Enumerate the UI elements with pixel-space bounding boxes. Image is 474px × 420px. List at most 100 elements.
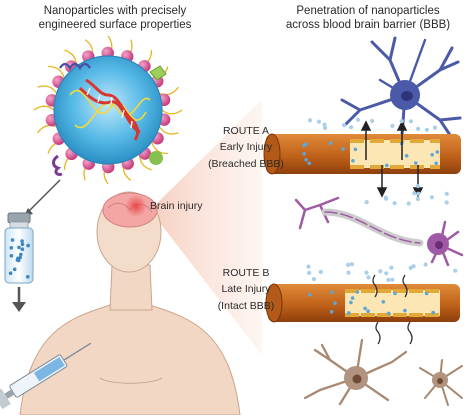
nanoparticle-dot bbox=[381, 300, 386, 304]
nanoparticle-dot bbox=[353, 147, 358, 152]
route-b-line1: Late Injury bbox=[221, 283, 271, 296]
route-a-label: ROUTE A Early Injury (Breached BBB) bbox=[200, 123, 292, 172]
nanoparticle-dot bbox=[346, 262, 351, 267]
nanoparticle-dot bbox=[383, 195, 388, 200]
nanoparticle-dot bbox=[392, 201, 397, 206]
nanoparticle-dot bbox=[346, 270, 351, 275]
nanoparticle-dot bbox=[355, 117, 361, 122]
nanoparticle-dot bbox=[306, 264, 311, 269]
route-a-line2: (Breached BBB) bbox=[208, 157, 284, 170]
nanoparticle-dot bbox=[311, 277, 316, 282]
nanoparticle-dot bbox=[404, 154, 409, 158]
nanoparticle-dot bbox=[406, 201, 411, 206]
vessel-route-a bbox=[263, 133, 461, 175]
nanoparticle-dot bbox=[364, 200, 369, 205]
ligand-chain bbox=[159, 86, 179, 96]
nanoparticle-dot bbox=[20, 239, 24, 243]
human-figure bbox=[19, 191, 241, 416]
neuron-brown-right bbox=[419, 359, 463, 406]
nanoparticle-dot bbox=[318, 269, 323, 274]
nanoparticle-dot bbox=[416, 191, 421, 196]
neuron-purple bbox=[294, 196, 464, 267]
nanoparticle-dot bbox=[453, 268, 458, 273]
ligand-chain bbox=[33, 105, 55, 111]
nanoparticle-dot bbox=[18, 255, 23, 260]
nanoparticle-dot bbox=[415, 183, 420, 189]
penetration-heading-line2: across blood brain barrier (BBB) bbox=[285, 19, 451, 32]
route-b-line2: (Intact BBB) bbox=[217, 299, 275, 312]
brain-injury-label: Brain injury bbox=[150, 200, 203, 212]
nanoparticle-dot bbox=[355, 290, 360, 294]
nanoparticle-dot bbox=[403, 308, 407, 313]
nanoparticle-dot bbox=[384, 271, 389, 276]
penetration-heading-line1: Penetration of nanoparticles bbox=[296, 5, 440, 17]
nanoparticle-dot bbox=[19, 252, 23, 257]
nanoparticle-dot bbox=[349, 262, 354, 267]
route-b-title: ROUTE B bbox=[222, 267, 270, 279]
nanoparticle-dot bbox=[432, 125, 438, 130]
vessel-route-b bbox=[265, 283, 460, 323]
nanoparticle-dot bbox=[328, 141, 333, 145]
route-a-line1: Early Injury bbox=[219, 141, 273, 154]
nanoparticle-dot bbox=[393, 291, 397, 296]
nanoparticle-dot bbox=[26, 243, 30, 248]
route-b-transport bbox=[372, 274, 413, 345]
nanoparticle-dot bbox=[307, 161, 312, 166]
nanoparticle-heading-line1: Nanoparticles with precisely bbox=[43, 5, 187, 17]
nanoparticle-dot bbox=[8, 271, 13, 276]
nanoparticle-dot bbox=[341, 123, 347, 128]
nanoparticle-dot bbox=[415, 196, 420, 202]
nanoparticle-dot bbox=[351, 159, 355, 163]
arrow-to-vial bbox=[27, 179, 61, 213]
nanoparticle-dot bbox=[20, 247, 25, 251]
nanoparticle-dot bbox=[366, 309, 370, 314]
nanoparticle-dot bbox=[12, 267, 17, 272]
nanoparticle-dot bbox=[430, 153, 435, 157]
nanoparticle-dot bbox=[366, 275, 371, 280]
nanoparticle-dot bbox=[26, 275, 30, 279]
nanoparticle-dot bbox=[363, 306, 367, 311]
nanoparticle-dot bbox=[431, 310, 436, 315]
route-a-arrows bbox=[360, 120, 424, 198]
nanoparticle-dot bbox=[350, 296, 355, 300]
nanoparticle-dot bbox=[386, 311, 391, 316]
highlight-beam bbox=[150, 100, 262, 355]
nanoparticle bbox=[33, 35, 183, 185]
nanoparticle-dot bbox=[385, 163, 389, 168]
vial bbox=[4, 212, 34, 284]
neuron-brown-left bbox=[303, 338, 408, 406]
nanoparticle-dot bbox=[322, 122, 327, 127]
nanoparticle-dot bbox=[434, 161, 439, 166]
ligand-chain bbox=[37, 85, 58, 94]
route-b-label: ROUTE B Late Injury (Intact BBB) bbox=[200, 265, 292, 314]
nanoparticle-dot bbox=[378, 269, 383, 274]
ligand-chain bbox=[161, 109, 183, 115]
ligand-chain bbox=[48, 65, 65, 79]
nanoparticle-dot bbox=[399, 119, 404, 124]
nanoparticle-dot bbox=[307, 118, 313, 123]
nanoparticle-dot bbox=[349, 125, 354, 130]
nanoparticle-dot bbox=[389, 265, 394, 270]
nanoparticle-heading: Nanoparticles with precisely engineered … bbox=[20, 4, 210, 33]
nanoparticle-dot bbox=[386, 277, 391, 282]
nanoparticle-dot bbox=[316, 119, 322, 124]
nanoparticle-dot bbox=[347, 311, 351, 315]
nanoparticle-dot bbox=[390, 123, 395, 128]
nanoparticle-dot bbox=[341, 147, 345, 151]
nanoparticle-dot bbox=[333, 301, 337, 306]
nanoparticle-dot bbox=[329, 310, 334, 314]
nanoparticle-dot bbox=[412, 191, 417, 196]
syringe bbox=[0, 342, 92, 410]
nanoparticle-dot bbox=[349, 300, 353, 305]
nanoparticle-dot bbox=[414, 161, 418, 165]
nanoparticle-dot bbox=[20, 242, 25, 247]
nanoparticle-dot bbox=[17, 245, 21, 250]
nanoparticle-dot bbox=[390, 277, 395, 282]
nanoparticle-dot bbox=[308, 292, 312, 297]
nanoparticle-dot bbox=[9, 254, 14, 258]
nanoparticle-dot bbox=[307, 270, 312, 275]
nanoparticle-dot bbox=[15, 258, 20, 262]
nanoparticle-dot bbox=[304, 142, 308, 146]
